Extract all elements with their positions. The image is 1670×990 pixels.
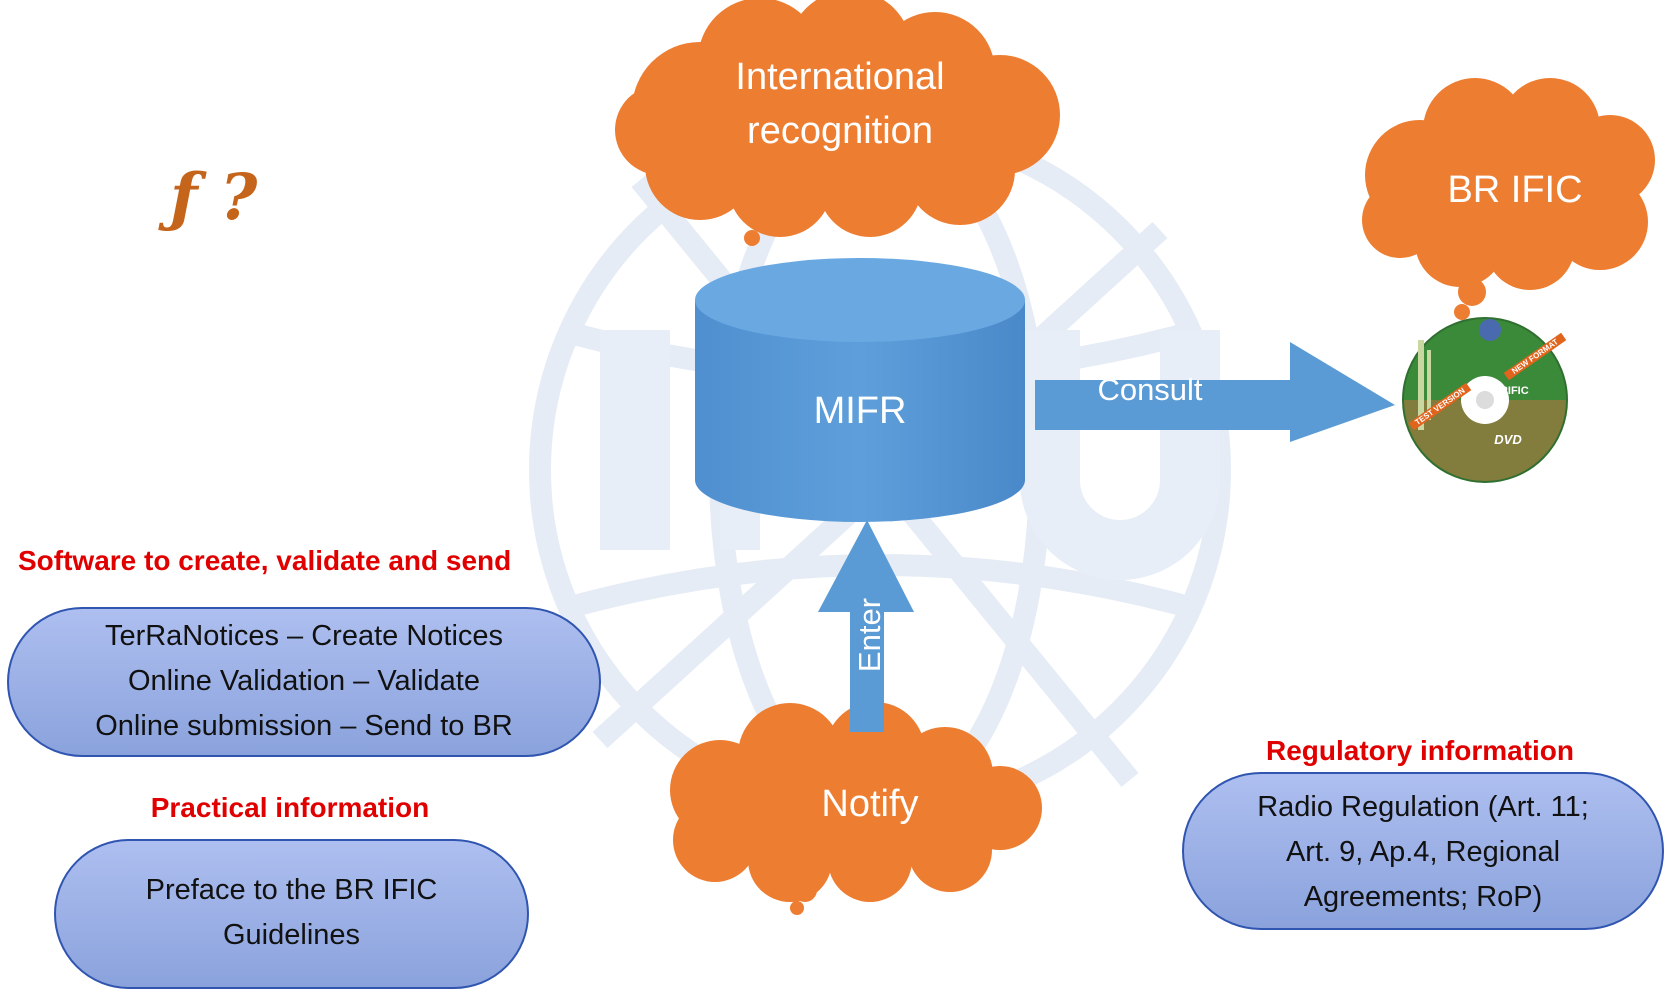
practical-heading: Practical information [150,792,430,823]
cloud-notify-label: Notify [821,783,919,825]
practical-line-1: Preface to the BR IFIC [145,874,438,906]
symbol-glyph: ƒ ? [170,160,258,235]
software-heading: Software to create, validate and send [18,545,512,576]
consult-arrow [1035,342,1395,442]
regulatory-line-3: Agreements; RoP) [1303,881,1543,913]
br-ific-dvd-image [1402,317,1568,483]
consult-label: Consult [1097,372,1203,407]
cloud-international-recognition [615,0,1060,246]
cloud-br-ific [1362,78,1655,320]
software-line-terranotices: TerRaNotices – Create Notices [104,620,504,652]
mifr-label: MIFR [813,390,907,432]
cloud-international-label: International recognition [690,50,990,158]
software-oval [7,607,601,757]
dvd-format-label: DVD [1494,432,1522,447]
regulatory-line-2: Art. 9, Ap.4, Regional [1285,836,1561,868]
dvd-brand-label: BRIFIC [1492,385,1529,397]
regulatory-heading: Regulatory information [1265,735,1574,766]
software-line-online-submission: Online submission – Send to BR [95,710,513,742]
regulatory-text: Radio Regulation (Art. 11; Art. 9, Ap.4,… [1183,785,1663,920]
enter-arrow [818,520,914,732]
mifr-database-cylinder [695,258,1025,522]
cloud-international-line-1: International [735,56,945,98]
practical-line-2: Guidelines [222,919,361,951]
software-line-online-validation: Online Validation – Validate [128,665,480,697]
practical-oval [54,839,529,989]
cloud-international-line-2: recognition [747,110,933,152]
regulatory-oval [1182,772,1664,930]
cloud-br-ific-label: BR IFIC [1447,169,1583,211]
practical-text: Preface to the BR IFIC Guidelines [55,868,528,958]
regulatory-line-1: Radio Regulation (Art. 11; [1257,791,1589,823]
enter-label: Enter [852,597,887,673]
software-list: TerRaNotices – Create Notices Online Val… [8,614,600,749]
cloud-notify [670,702,1042,915]
